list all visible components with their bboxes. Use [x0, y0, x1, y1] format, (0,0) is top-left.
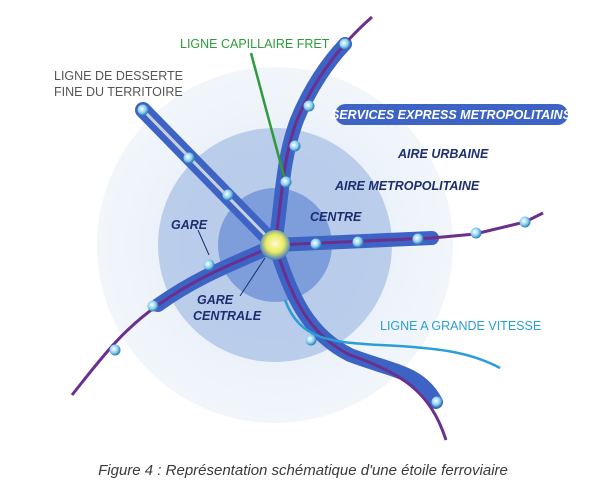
station — [303, 100, 315, 112]
zone-label-aire-urbaine: AIRE URBAINE — [397, 147, 489, 161]
gare-centrale-label-2: CENTRALE — [193, 309, 262, 323]
station — [109, 344, 121, 356]
lgv-label: LIGNE A GRANDE VITESSE — [380, 319, 541, 333]
station — [310, 238, 322, 250]
station — [339, 38, 351, 50]
capillaire-label: LIGNE CAPILLAIRE FRET — [180, 37, 330, 51]
services-express-pill — [335, 104, 568, 125]
station — [470, 227, 482, 239]
services-express-label: SERVICES EXPRESS METROPOLITAINS — [331, 108, 572, 122]
zone-label-centre: CENTRE — [310, 210, 362, 224]
station — [147, 300, 159, 312]
station — [412, 233, 424, 245]
station — [137, 104, 149, 116]
station — [305, 334, 317, 346]
fret-line — [249, 52, 287, 181]
gare-leader — [197, 229, 210, 256]
desserte-label-2: FINE DU TERRITOIRE — [54, 85, 183, 99]
station — [289, 140, 301, 152]
station — [280, 176, 292, 188]
station — [203, 259, 215, 271]
gare-centrale-hub — [260, 230, 290, 260]
zone-label-aire-metropolitaine: AIRE METROPOLITAINE — [334, 179, 480, 193]
station — [352, 236, 364, 248]
track-southeast — [273, 244, 448, 441]
stations — [109, 38, 531, 408]
desserte-label-1: LIGNE DE DESSERTE — [54, 69, 183, 83]
gare-label: GARE — [171, 218, 208, 232]
gare-centrale-leader — [239, 257, 266, 297]
station — [183, 152, 195, 164]
station — [222, 189, 234, 201]
desserte-track — [141, 108, 277, 247]
station — [431, 396, 443, 408]
figure-caption: Figure 4 : Représentation schématique d'… — [98, 462, 508, 479]
gare-centrale-label-1: GARE — [197, 293, 234, 307]
rail-star-diagram: SERVICES EXPRESS METROPOLITAINS AIRE URB… — [54, 15, 572, 441]
lgv-line — [283, 299, 501, 370]
station — [519, 216, 531, 228]
